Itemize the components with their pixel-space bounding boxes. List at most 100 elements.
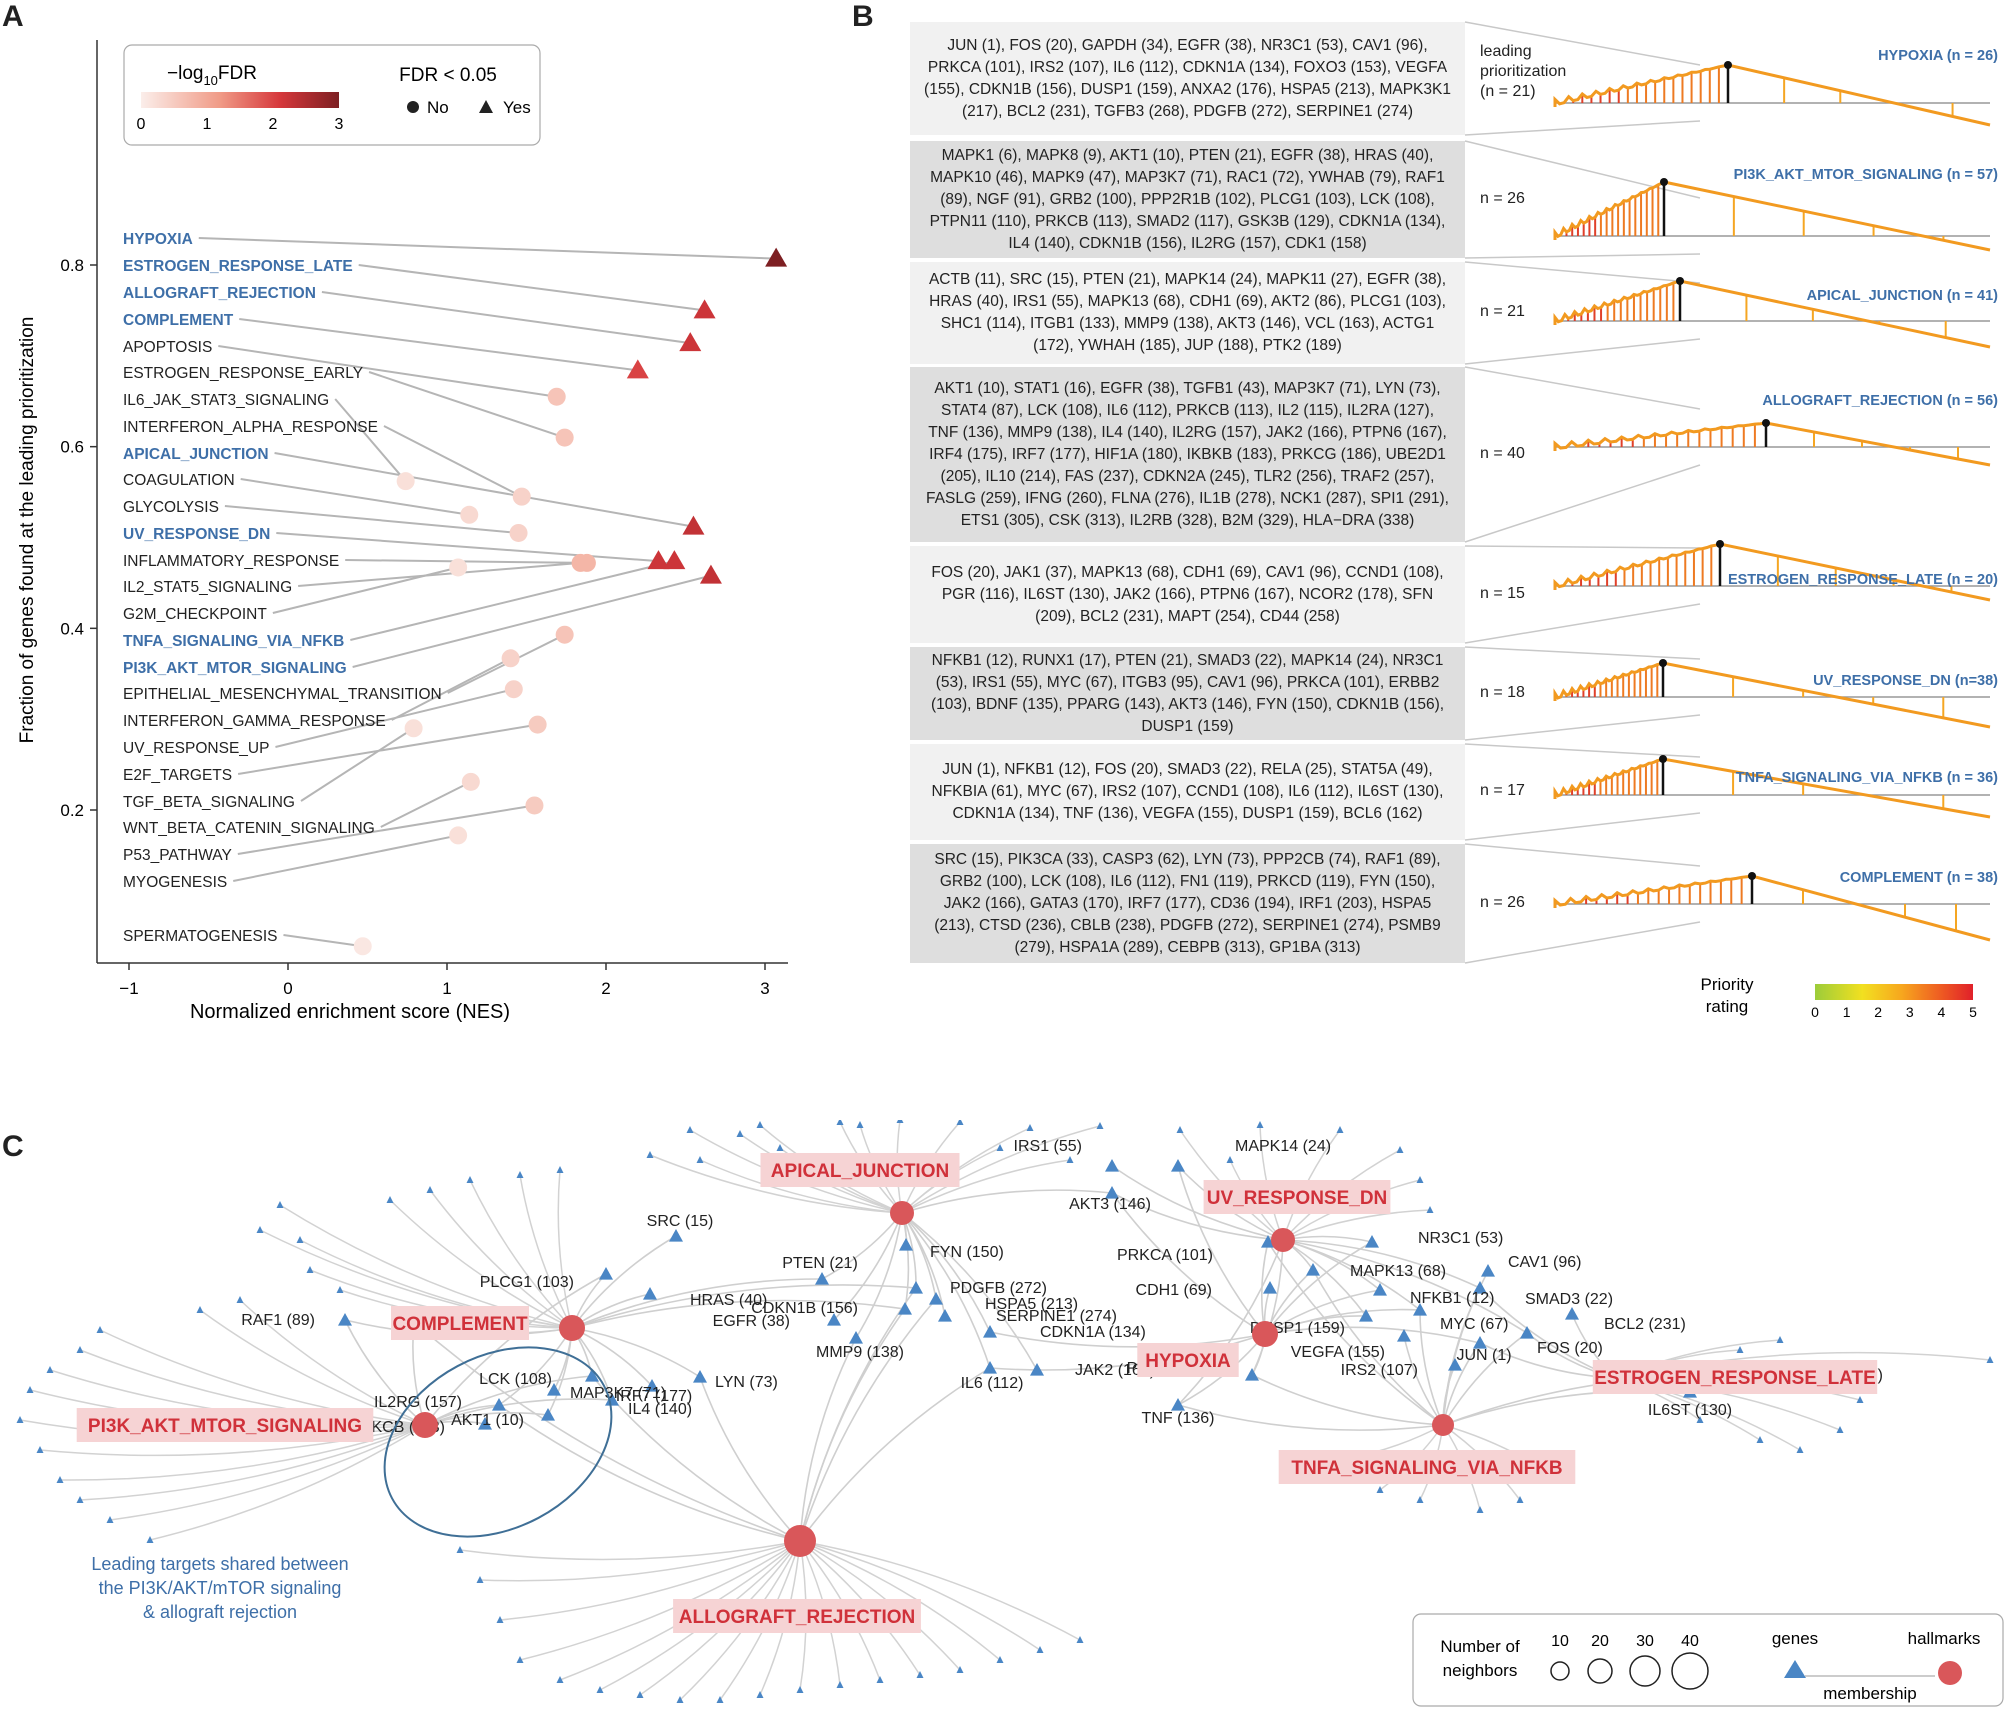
gene-node — [796, 1686, 804, 1693]
x-axis-title: Normalized enrichment score (NES) — [190, 1001, 510, 1023]
gene-node — [899, 1238, 913, 1251]
gene-node — [296, 1236, 304, 1243]
gene-node — [669, 1229, 683, 1242]
gene-label: PTEN (21) — [782, 1255, 858, 1272]
priority-tick: 5 — [1969, 1004, 1977, 1020]
gene-label: AKT1 (10) — [451, 1412, 524, 1429]
svg-text:Leading targets shared between: Leading targets shared between — [91, 1554, 348, 1574]
panel-label-b: B — [852, 0, 874, 33]
significant-point — [699, 564, 722, 584]
membership-edge — [1419, 1309, 1444, 1426]
point-connector — [237, 804, 535, 855]
membership-edge — [279, 1204, 573, 1329]
nonsignificant-point — [525, 796, 544, 815]
leading-genes-box: JUN (1), FOS (20), GAPDH (34), EGFR (38)… — [910, 22, 1465, 135]
nonsignificant-point — [460, 505, 479, 524]
gene-node — [1448, 1358, 1462, 1371]
gene-node — [836, 1120, 844, 1125]
legend-membership-label: membership — [1823, 1684, 1917, 1703]
priority-tick: 1 — [1843, 1004, 1851, 1020]
box-connector — [1464, 140, 1701, 199]
gene-node — [1396, 1146, 1404, 1153]
membership-edge — [1312, 1269, 1444, 1426]
point-label: COAGULATION — [123, 472, 235, 489]
membership-edge — [901, 1212, 991, 1333]
gene-node — [956, 1666, 964, 1673]
priority-tick: 2 — [1874, 1004, 1882, 1020]
membership-edge — [99, 1329, 426, 1426]
size-30: 30 — [1636, 1633, 1654, 1650]
point-label: P53_PATHWAY — [123, 847, 232, 864]
gene-label: MMP9 (138) — [816, 1344, 904, 1361]
size-circle-30 — [1629, 1655, 1661, 1687]
leading-count-label: n = 18 — [1480, 683, 1525, 701]
gene-label: RAF1 (89) — [241, 1312, 315, 1329]
y-tick-label: 0.8 — [60, 256, 84, 275]
point-connector — [237, 723, 538, 775]
gene-label: AKT3 (146) — [1069, 1196, 1151, 1213]
hallmark-node — [412, 1412, 438, 1438]
membership-edge — [799, 1367, 991, 1542]
leading-count-label: n = 26 — [1480, 893, 1525, 911]
gene-label: SRC (15) — [647, 1213, 714, 1230]
hallmark-label: UV_RESPONSE_DN — [1207, 1188, 1388, 1209]
point-connector — [300, 727, 415, 802]
gene-node — [1030, 1363, 1044, 1376]
membership-edge — [1282, 1239, 1367, 1317]
gene-node — [466, 1176, 474, 1183]
gene-node — [476, 1576, 484, 1583]
gene-label: LYN (73) — [715, 1374, 778, 1391]
gene-label: MAP3K7 (71) — [570, 1385, 666, 1402]
legend-genes-label: genes — [1772, 1629, 1818, 1648]
membership-edge — [1282, 1239, 1528, 1334]
x-tick-label: 1 — [442, 979, 451, 998]
leading-prioritization-label: leading prioritization (n = 21) — [1480, 43, 1567, 100]
hallmark-label: ALLOGRAFT_REJECTION — [679, 1607, 915, 1628]
gene-node — [983, 1325, 997, 1338]
gene-label: IL6ST (130) — [1648, 1402, 1732, 1419]
gene-label: MAPK14 (24) — [1235, 1138, 1331, 1155]
nonsignificant-point — [404, 719, 423, 738]
hallmark-node — [1252, 1321, 1278, 1347]
membership-edge — [109, 1424, 426, 1521]
box-connector — [1464, 253, 1701, 259]
gene-node — [929, 1292, 943, 1305]
box-connector — [1464, 545, 1701, 549]
gene-node — [1520, 1326, 1534, 1339]
fdr-colorbar — [141, 92, 339, 108]
gene-node — [736, 1130, 744, 1137]
gene-node — [1516, 1496, 1524, 1503]
membership-edge — [498, 1404, 801, 1542]
gene-node — [876, 1676, 884, 1683]
membership-edge — [1264, 1241, 1373, 1335]
membership-edge — [649, 1154, 903, 1214]
shape-legend-title: FDR < 0.05 — [399, 65, 497, 86]
gene-node — [556, 1676, 564, 1683]
membership-edge — [413, 1321, 801, 1542]
gene-label: IRS2 (107) — [1341, 1362, 1418, 1379]
leading-genes-box: NFKB1 (12), RUNX1 (17), PTEN (21), SMAD3… — [910, 647, 1465, 740]
membership-edge — [1111, 1192, 1284, 1241]
gene-node — [46, 1366, 54, 1373]
hallmark-title: ESTROGEN_RESPONSE_LATE (n = 20) — [1727, 572, 1998, 588]
membership-edge — [1264, 1289, 1381, 1335]
leading-count-label: n = 26 — [1480, 189, 1525, 207]
shared-targets-ellipse — [383, 1346, 613, 1538]
significant-point — [626, 359, 649, 379]
hallmark-label-bg — [1278, 1450, 1576, 1484]
gene-node — [96, 1326, 104, 1333]
leading-genes-box: AKT1 (10), STAT1 (16), EGFR (38), TGFB1 … — [910, 367, 1465, 542]
gene-label: BCL2 (231) — [1604, 1316, 1686, 1333]
box-connector — [1464, 812, 1701, 841]
nonsignificant-point — [571, 553, 590, 572]
priority-tick: 0 — [1811, 1004, 1819, 1020]
box-connector — [1464, 21, 1701, 66]
running-sum-plot — [1553, 277, 1991, 349]
leading-genes-text: JUN (1), NFKB1 (12), FOS (20), SMAD3 (22… — [931, 761, 1444, 822]
gene-label: LCK (108) — [479, 1371, 552, 1388]
gene-label: VEGFA (155) — [1291, 1344, 1385, 1361]
membership-edge — [39, 1424, 426, 1457]
gene-node — [338, 1313, 352, 1326]
gene-label: IL4 (140) — [628, 1401, 692, 1418]
point-connector — [368, 371, 565, 439]
